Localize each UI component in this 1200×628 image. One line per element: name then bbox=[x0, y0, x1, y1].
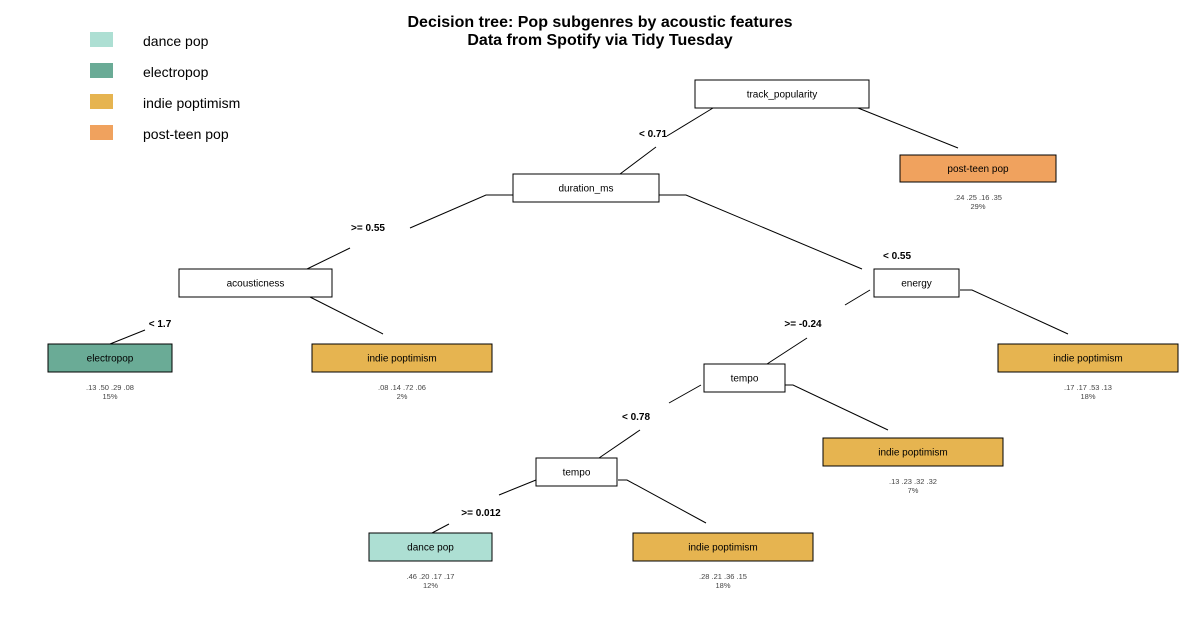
leaf-percentage: 18% bbox=[1080, 392, 1095, 401]
leaf-node-label: electropop bbox=[87, 354, 134, 365]
split-node-box bbox=[703, 363, 786, 393]
tree-edge bbox=[659, 194, 863, 270]
leaf-percentage: 2% bbox=[397, 392, 408, 401]
split-node-box bbox=[694, 79, 870, 109]
leaf-percentage: 29% bbox=[970, 202, 985, 211]
tree-edge bbox=[498, 479, 537, 496]
split-node-label: track_popularity bbox=[747, 90, 818, 101]
tree-edge bbox=[431, 523, 450, 534]
legend-label: electropop bbox=[143, 64, 209, 80]
legend-swatch bbox=[90, 125, 113, 140]
split-node-label: duration_ms bbox=[558, 184, 613, 195]
edge-split-label: >= 0.55 bbox=[351, 223, 385, 234]
tree-edge bbox=[960, 289, 1069, 335]
edge-split-label: < 0.78 bbox=[622, 412, 651, 423]
tree-edge bbox=[618, 479, 707, 524]
chart-title: Decision tree: Pop subgenres by acoustic… bbox=[0, 14, 1200, 50]
tree-edge bbox=[666, 107, 714, 137]
leaf-node-box bbox=[997, 343, 1179, 373]
legend-label: dance pop bbox=[143, 33, 209, 49]
leaf-node-label: dance pop bbox=[407, 543, 454, 554]
chart-subtitle: Data from Spotify via Tidy Tuesday bbox=[467, 32, 733, 49]
edge-split-label: < 0.55 bbox=[883, 251, 912, 262]
leaf-percentage: 12% bbox=[423, 581, 438, 590]
tree-edge bbox=[109, 329, 146, 345]
tree-edge bbox=[844, 289, 871, 306]
legend-swatch bbox=[90, 32, 113, 47]
tree-edge bbox=[593, 146, 657, 175]
leaf-node-label: indie poptimism bbox=[1053, 354, 1122, 365]
tree-edge bbox=[306, 247, 351, 270]
tree-edge bbox=[857, 107, 959, 149]
leaf-node-box bbox=[899, 154, 1057, 183]
legend-label: indie poptimism bbox=[143, 95, 241, 111]
chart-title-line-1: Decision tree: Pop subgenres by acoustic… bbox=[407, 14, 793, 31]
split-node-box bbox=[178, 268, 333, 298]
legend-label: post-teen pop bbox=[143, 126, 229, 142]
leaf-class-probabilities: .13 .50 .29 .08 bbox=[86, 383, 134, 392]
leaf-class-probabilities: .08 .14 .72 .06 bbox=[378, 383, 426, 392]
tree-edge bbox=[409, 194, 513, 229]
leaf-class-probabilities: .24 .25 .16 .35 bbox=[954, 193, 1002, 202]
leaf-class-probabilities: .46 .20 .17 .17 bbox=[407, 572, 455, 581]
split-node-box bbox=[512, 173, 660, 203]
edge-split-label: < 0.71 bbox=[639, 129, 668, 140]
edge-split-label: >= 0.012 bbox=[461, 508, 501, 519]
leaf-node-label: indie poptimism bbox=[367, 354, 436, 365]
leaf-node-box bbox=[822, 437, 1004, 467]
split-node-box bbox=[535, 457, 618, 487]
split-node-label: tempo bbox=[731, 374, 759, 385]
leaf-node-box bbox=[368, 532, 493, 562]
split-node-label: energy bbox=[901, 279, 932, 290]
edge-split-label: >= -0.24 bbox=[784, 319, 822, 330]
leaf-percentage: 18% bbox=[715, 581, 730, 590]
leaf-node-label: post-teen pop bbox=[947, 164, 1009, 175]
leaf-class-probabilities: .13 .23 .32 .32 bbox=[889, 477, 937, 486]
split-node-label: acousticness bbox=[227, 279, 285, 290]
tree-edge bbox=[309, 296, 384, 335]
tree-edge bbox=[766, 337, 808, 365]
leaf-node-label: indie poptimism bbox=[688, 543, 757, 554]
legend-swatch bbox=[90, 94, 113, 109]
leaf-node-box bbox=[632, 532, 814, 562]
leaf-percentage: 7% bbox=[908, 486, 919, 495]
leaf-percentage: 15% bbox=[102, 392, 117, 401]
tree-edge bbox=[785, 384, 889, 431]
split-node-label: tempo bbox=[563, 468, 591, 479]
edge-split-label: < 1.7 bbox=[149, 319, 172, 330]
tree-edge bbox=[598, 429, 641, 459]
legend-swatch bbox=[90, 63, 113, 78]
leaf-class-probabilities: .17 .17 .53 .13 bbox=[1064, 383, 1112, 392]
leaf-class-probabilities: .28 .21 .36 .15 bbox=[699, 572, 747, 581]
leaf-node-box bbox=[47, 343, 173, 373]
tree-edge bbox=[668, 384, 702, 404]
split-node-box bbox=[873, 268, 960, 298]
leaf-node-label: indie poptimism bbox=[878, 448, 947, 459]
leaf-node-box bbox=[311, 343, 493, 373]
